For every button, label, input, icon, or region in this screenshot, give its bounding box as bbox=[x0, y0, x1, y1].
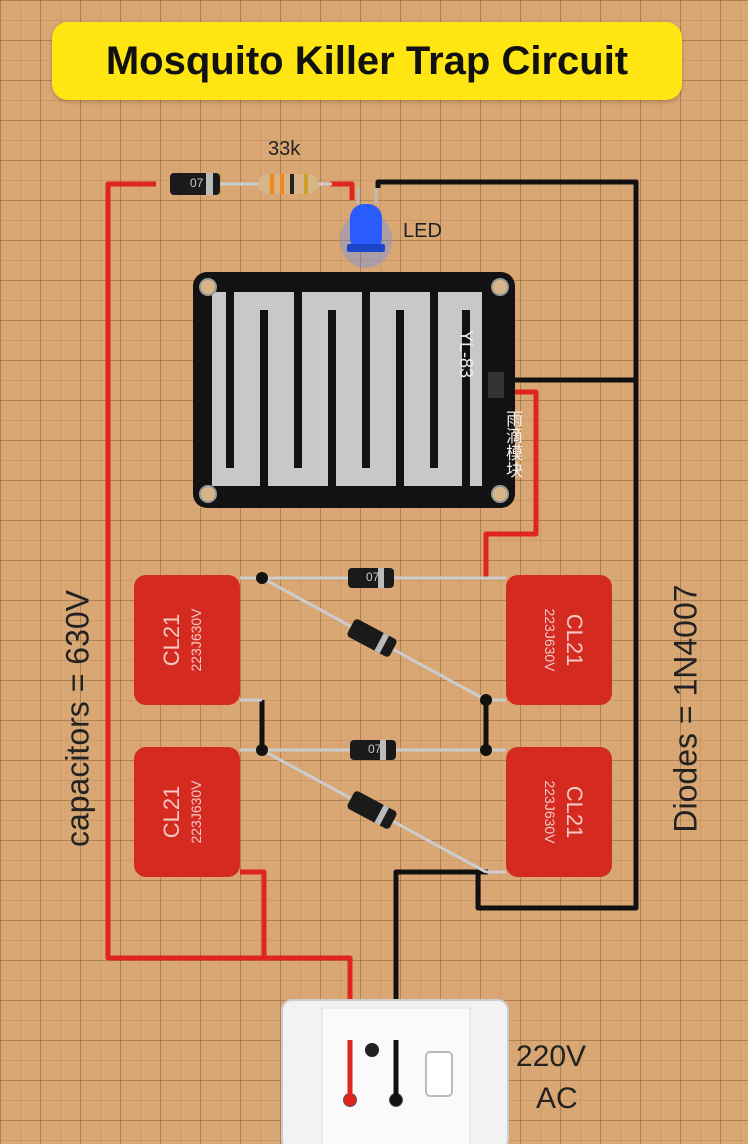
supply-type: AC bbox=[536, 1082, 578, 1115]
red-wire-sensor bbox=[483, 389, 539, 578]
capacitor-label-1: CL21 bbox=[159, 614, 184, 667]
capacitor-bottom-left: CL21 223J630V bbox=[134, 747, 240, 877]
capacitor-top-left: CL21 223J630V bbox=[134, 575, 240, 705]
capacitor-label-1: CL21 bbox=[159, 786, 184, 839]
capacitor-label-1: CL21 bbox=[562, 614, 587, 667]
diode-bridge-top bbox=[348, 568, 394, 588]
title-banner: Mosquito Killer Trap Circuit bbox=[52, 22, 682, 100]
diode-top bbox=[170, 173, 220, 195]
led-component bbox=[340, 188, 392, 268]
led-label: LED bbox=[403, 220, 442, 242]
page-title: Mosquito Killer Trap Circuit bbox=[105, 38, 629, 83]
supply-voltage: 220V bbox=[516, 1040, 587, 1073]
diode-bridge-bottom bbox=[350, 740, 396, 760]
diode-marking-top: 07 bbox=[190, 176, 204, 190]
capacitor-label-2: 223J630V bbox=[542, 780, 558, 844]
red-wire-cap bbox=[240, 869, 267, 958]
diode-bridge-diagonal-1 bbox=[347, 619, 397, 657]
diode-marking-bridge-bottom: 07 bbox=[368, 742, 382, 756]
capacitor-bottom-right: CL21 223J630V bbox=[506, 747, 612, 877]
rain-sensor-board bbox=[193, 272, 515, 508]
capacitor-label-2: 223J630V bbox=[188, 608, 204, 672]
sensor-chinese-label: 雨滴模块 bbox=[503, 410, 522, 478]
left-note: capacitors = 630V bbox=[59, 589, 96, 848]
resistor-label: 33k bbox=[268, 138, 301, 160]
capacitor-label-2: 223J630V bbox=[188, 780, 204, 844]
capacitor-label-1: CL21 bbox=[562, 786, 587, 839]
right-note: Diodes = 1N4007 bbox=[667, 584, 704, 833]
sensor-model-label: YL-83 bbox=[456, 330, 476, 379]
capacitor-top-right: CL21 223J630V bbox=[506, 575, 612, 705]
red-wire-resistor bbox=[330, 181, 355, 200]
diode-bridge-diagonal-2 bbox=[347, 791, 397, 829]
resistor-33k bbox=[258, 174, 318, 194]
capacitor-label-2: 223J630V bbox=[542, 608, 558, 672]
diode-marking-bridge-top: 07 bbox=[366, 570, 380, 584]
